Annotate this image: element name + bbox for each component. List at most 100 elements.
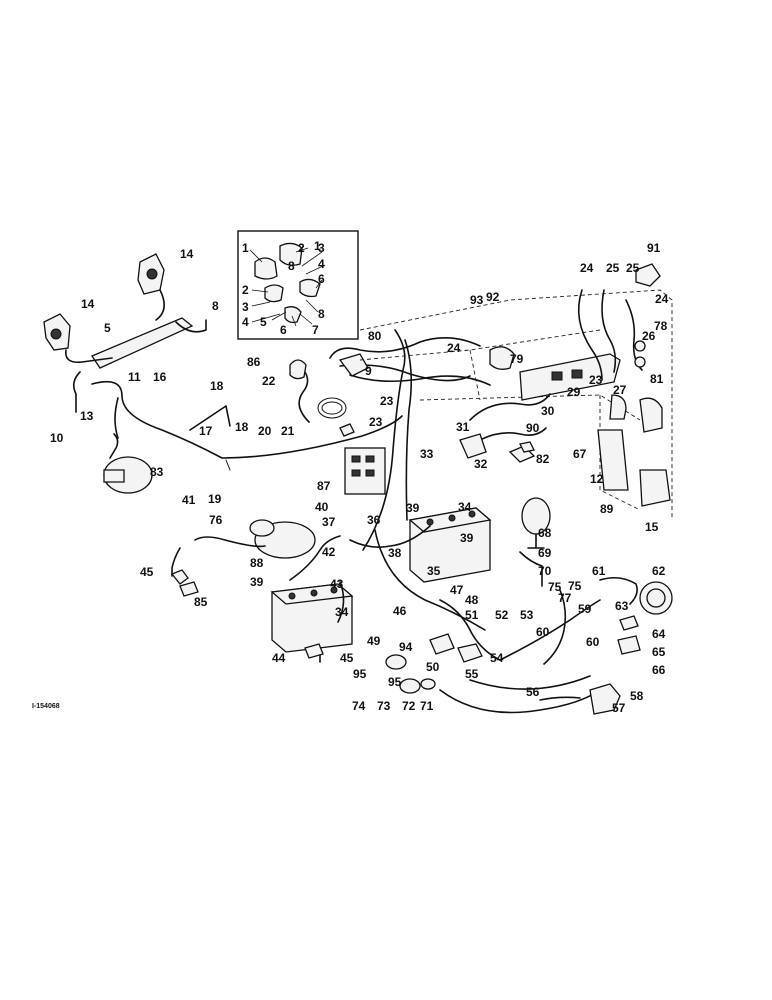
- inset-callout-4: 4: [242, 315, 249, 329]
- callout-82: 82: [536, 452, 550, 466]
- callout-40: 40: [315, 500, 329, 514]
- battery-right: [408, 507, 492, 583]
- callout-18: 18: [235, 420, 249, 434]
- battery-left: [270, 583, 354, 653]
- callout-14: 14: [180, 247, 194, 261]
- callout-39: 39: [406, 501, 420, 515]
- inset-callout-6: 6: [318, 272, 325, 286]
- callout-24: 24: [655, 292, 669, 306]
- callout-67: 67: [573, 447, 587, 461]
- callout-15: 15: [645, 520, 659, 534]
- callout-12: 12: [590, 472, 604, 486]
- callout-29: 29: [567, 385, 581, 399]
- callout-61: 61: [592, 564, 606, 578]
- callout-86: 86: [247, 355, 261, 369]
- callout-69: 69: [538, 546, 552, 560]
- callout-19: 19: [208, 492, 222, 506]
- callout-33: 33: [420, 447, 434, 461]
- callout-73: 73: [377, 699, 391, 713]
- inset-callout-1: 1: [242, 241, 249, 255]
- gauge-wiring: [577, 263, 661, 381]
- callout-39: 39: [250, 575, 264, 589]
- callout-47: 47: [450, 583, 464, 597]
- callout-41: 41: [182, 493, 196, 507]
- callout-50: 50: [426, 660, 440, 674]
- callout-18: 18: [210, 379, 224, 393]
- inset-callout-5: 5: [260, 315, 267, 329]
- callout-95: 95: [353, 667, 367, 681]
- callout-54: 54: [490, 651, 504, 665]
- callout-66: 66: [652, 663, 666, 677]
- callout-83: 83: [150, 465, 164, 479]
- tail-lamp: [599, 576, 673, 655]
- dash-panel: [359, 289, 673, 520]
- callout-35: 35: [427, 564, 441, 578]
- callout-48: 48: [465, 593, 479, 607]
- inset-detail: [237, 230, 359, 340]
- callout-44: 44: [272, 651, 286, 665]
- callout-24: 24: [447, 341, 461, 355]
- callout-76: 76: [209, 513, 223, 527]
- callout-72: 72: [402, 699, 416, 713]
- callout-77: 77: [558, 591, 572, 605]
- callout-60: 60: [586, 635, 600, 649]
- callout-23: 23: [369, 415, 383, 429]
- callout-71: 71: [420, 699, 434, 713]
- callout-62: 62: [652, 564, 666, 578]
- work-lamp: [519, 497, 567, 665]
- callout-52: 52: [495, 608, 509, 622]
- callout-63: 63: [615, 599, 629, 613]
- callout-32: 32: [474, 457, 488, 471]
- callout-74: 74: [352, 699, 366, 713]
- callout-92: 92: [486, 290, 500, 304]
- rear-harness: [385, 599, 601, 714]
- callout-91: 91: [647, 241, 661, 255]
- callout-42: 42: [322, 545, 336, 559]
- callout-51: 51: [465, 608, 479, 622]
- callout-17: 17: [199, 424, 213, 438]
- inset-callout-1: 1: [314, 239, 321, 253]
- callout-5: 5: [104, 321, 111, 335]
- callout-78: 78: [654, 319, 668, 333]
- regulator: [344, 447, 386, 495]
- callout-16: 16: [153, 370, 167, 384]
- callout-70: 70: [538, 564, 552, 578]
- callout-36: 36: [367, 513, 381, 527]
- callout-87: 87: [317, 479, 331, 493]
- inset-callout-3: 3: [318, 241, 325, 255]
- callout-85: 85: [194, 595, 208, 609]
- battery-cables: [171, 525, 501, 663]
- callout-88: 88: [250, 556, 264, 570]
- callout-11: 11: [128, 370, 141, 384]
- callout-64: 64: [652, 627, 666, 641]
- inset-callout-4: 4: [318, 257, 325, 271]
- callout-22: 22: [262, 374, 276, 388]
- left-harness: [43, 253, 403, 494]
- inset-callout-2: 2: [298, 241, 305, 255]
- starter-motor: [249, 519, 316, 559]
- callout-23: 23: [589, 373, 603, 387]
- callout-90: 90: [526, 421, 540, 435]
- callout-10: 10: [50, 431, 64, 445]
- light-switch-harness: [459, 393, 551, 463]
- inset-callout-7: 7: [312, 323, 319, 337]
- callout-65: 65: [652, 645, 666, 659]
- callout-24: 24: [580, 261, 594, 275]
- callout-8: 8: [212, 299, 219, 313]
- callout-56: 56: [526, 685, 540, 699]
- callout-26: 26: [642, 329, 656, 343]
- inset-callout-8: 8: [318, 307, 325, 321]
- callout-34: 34: [458, 500, 472, 514]
- callout-80: 80: [368, 329, 382, 343]
- callout-13: 13: [80, 409, 94, 423]
- callout-45: 45: [340, 651, 354, 665]
- callout-95: 95: [388, 675, 402, 689]
- callout-45: 45: [140, 565, 154, 579]
- callout-89: 89: [600, 502, 614, 516]
- callout-43: 43: [330, 577, 344, 591]
- inset-callout-2: 2: [242, 283, 249, 297]
- callout-58: 58: [630, 689, 644, 703]
- callout-75: 75: [568, 579, 582, 593]
- callout-79: 79: [510, 352, 524, 366]
- callout-46: 46: [393, 604, 407, 618]
